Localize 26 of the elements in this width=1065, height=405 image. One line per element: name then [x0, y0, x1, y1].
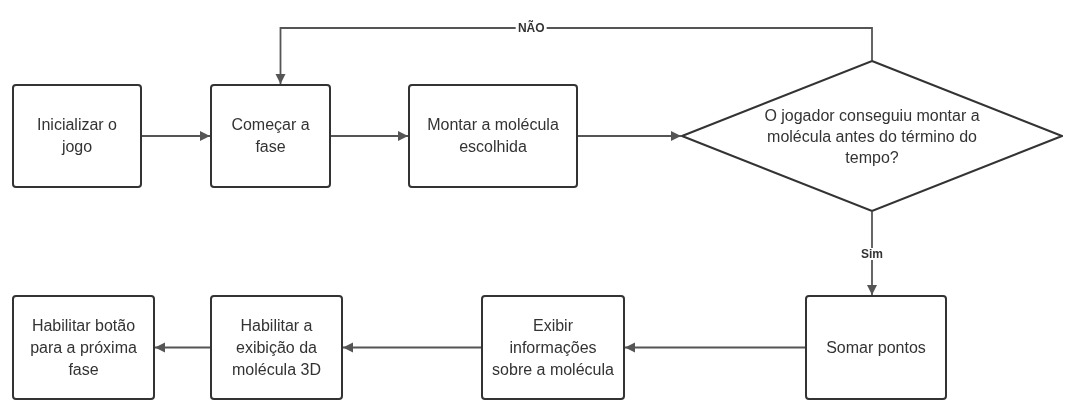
process-box [210, 295, 343, 400]
decision-text: O jogador conseguiu montar a molécula antes do término do tempo? [763, 105, 981, 168]
edge-label: NÃO [515, 22, 547, 34]
arrow [577, 131, 682, 141]
edge-label: Sim [859, 247, 885, 260]
process-box [210, 84, 331, 188]
process-box [408, 84, 578, 188]
process-box [12, 84, 142, 188]
process-box [805, 295, 947, 400]
process-text: Somar pontos [826, 337, 926, 358]
arrow [330, 131, 409, 141]
arrow [867, 211, 877, 296]
process-text: Inicializar o jogo [36, 115, 118, 157]
process-box [12, 295, 155, 400]
decision-diamond [681, 60, 1063, 212]
process-text: Começar a fase [230, 115, 311, 157]
arrow [141, 131, 211, 141]
arrow [342, 342, 482, 353]
process-text: Montar a molécula escolhida [426, 115, 560, 157]
arrow [624, 342, 806, 353]
process-text: Habilitar botão para a próxima fase [29, 315, 138, 380]
process-text: Habilitar a exibição da molécula 3D [231, 315, 322, 380]
process-box [481, 295, 625, 400]
arrow [154, 342, 211, 353]
process-text: Exibir informações sobre a molécula [491, 315, 615, 380]
arrow [275, 27, 873, 85]
